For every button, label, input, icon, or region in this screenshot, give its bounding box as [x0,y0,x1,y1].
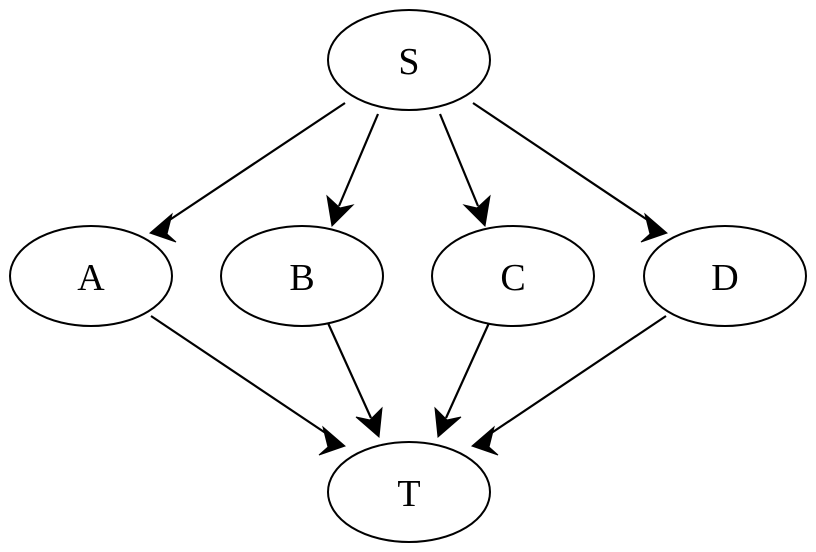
edge-s-to-a-line [155,102,346,230]
node-a-label: A [77,257,105,299]
node-c-ellipse [431,225,595,327]
edge-s-to-b-line [337,113,380,207]
edge-d-to-t-arrowhead [471,425,499,456]
node-d[interactable]: D [643,225,807,327]
edge-b-to-t-line [326,322,373,419]
node-t-ellipse [327,441,491,543]
node-t[interactable]: T [327,441,491,543]
edge-b-to-t[interactable] [326,322,383,439]
edge-c-to-t-line [444,322,491,419]
node-a[interactable]: A [9,225,173,327]
node-b-label: B [289,257,314,299]
edge-c-to-t-arrowhead [434,406,462,439]
node-layer: S A B C D T [9,9,807,543]
node-s-label: S [398,41,419,83]
node-d-label: D [711,257,738,299]
node-s[interactable]: S [327,9,491,111]
node-s-ellipse [327,9,491,111]
edge-s-to-b[interactable] [326,113,380,228]
edge-d-to-t-line [477,315,667,443]
edge-a-to-t[interactable] [150,315,346,456]
edge-c-to-t[interactable] [434,322,491,439]
edge-s-to-a-arrowhead [149,212,177,243]
node-b[interactable]: B [220,225,384,327]
edge-d-to-t[interactable] [471,315,667,456]
edge-s-to-d[interactable] [472,102,668,243]
node-d-ellipse [643,225,807,327]
edge-layer [149,102,668,456]
edge-a-to-t-line [150,315,340,443]
node-a-ellipse [9,225,173,327]
edge-s-to-d-arrowhead [640,212,668,243]
edge-s-to-b-arrowhead [326,194,355,228]
edge-s-to-c[interactable] [438,113,491,228]
node-c-label: C [500,257,525,299]
edge-s-to-d-line [472,102,662,230]
edge-b-to-t-arrowhead [355,406,383,439]
node-c[interactable]: C [431,225,595,327]
node-b-ellipse [220,225,384,327]
edge-s-to-a[interactable] [149,102,346,243]
edge-s-to-c-line [438,113,480,207]
node-t-label: T [397,473,420,515]
edge-s-to-c-arrowhead [462,194,491,228]
edge-a-to-t-arrowhead [318,425,346,456]
